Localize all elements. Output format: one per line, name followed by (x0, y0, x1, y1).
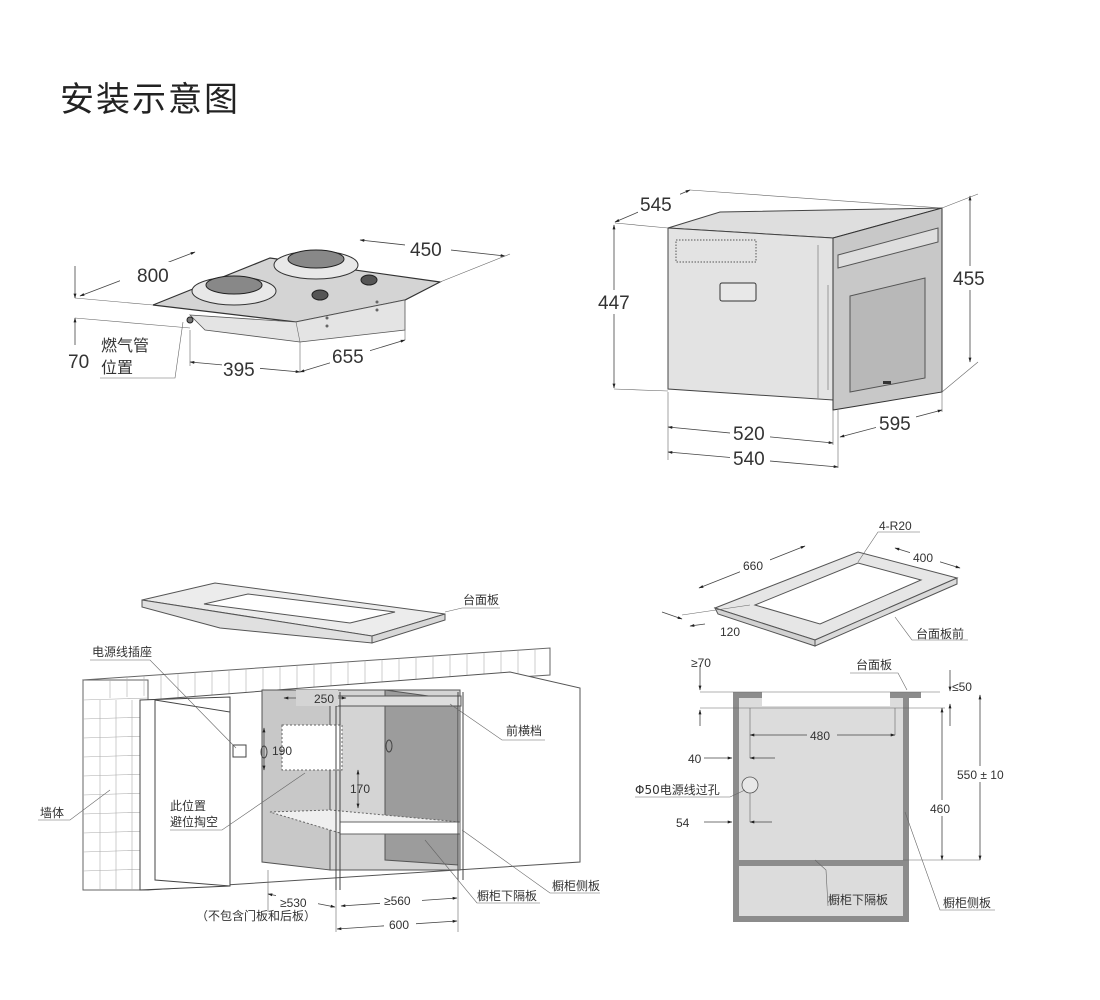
oven-body-height-label: 447 (598, 293, 630, 314)
section-40-label: 40 (688, 752, 702, 766)
tile-line (82, 716, 149, 720)
tile-line (82, 792, 149, 796)
oven-540-label: 540 (733, 449, 765, 470)
dim-250-label: 250 (314, 692, 334, 706)
wall-tile-grid (82, 649, 536, 890)
tile-line (82, 830, 149, 834)
hob-cutout-label: 655 (332, 347, 364, 368)
cabinet-section-drawing: 480 ≥70 ≤50 40 54 460 550 ± 10 Φ50电源线过孔 … (635, 656, 1011, 922)
tile-line (82, 849, 149, 853)
power-socket-label: 电源线插座 (92, 644, 152, 659)
side-panel-label: 橱柜侧板 (552, 879, 600, 893)
section-54-label: 54 (676, 816, 690, 830)
cabinet-3d-drawing: 250 190 170 ≥530 ≥560 600 台面板 电源线插座 前横档 … (38, 582, 600, 933)
hob-depth-label: 450 (410, 240, 442, 261)
hob-width-label: 800 (137, 266, 169, 287)
hob-height-label: 70 (68, 352, 89, 373)
hollow-label-line2: 避位掏空 (170, 814, 218, 829)
wall-label: 墙体 (40, 806, 64, 820)
countertop-label: 台面板 (463, 592, 499, 607)
front-rail-label: 前横档 (506, 723, 542, 738)
tile-line (82, 754, 149, 758)
dim-190-label: 190 (272, 744, 292, 758)
dim-600-label: 600 (389, 918, 409, 932)
hollow-label-line1: 此位置 (170, 798, 206, 813)
oven-drawing: 545 447 455 520 540 595 (596, 189, 992, 470)
section-70-label: ≥70 (691, 656, 711, 670)
tile-line (82, 735, 149, 739)
dim-170-label: 170 (350, 782, 370, 796)
section-lower-shelf-label: 橱柜下隔板 (828, 893, 888, 907)
tile-line (82, 868, 149, 872)
dim-530-label: ≥530 (280, 896, 307, 910)
section-550-label: 550 ± 10 (957, 768, 1004, 782)
countertop-cutout-drawing: 660 400 4-R20 120 台面板前 (661, 519, 968, 647)
countertop-front-label: 台面板前 (916, 626, 964, 641)
section-50-label: ≤50 (952, 680, 972, 694)
section-460-label: 460 (930, 802, 950, 816)
tile-line (82, 811, 149, 815)
page-title: 安装示意图 (60, 80, 240, 120)
gas-pipe-label-line2: 位置 (101, 358, 133, 377)
oven-front-height-label: 455 (953, 269, 985, 290)
section-side-panel-label: 橱柜侧板 (943, 896, 991, 910)
exclusion-note: （不包含门板和后板） (196, 908, 316, 923)
tile-line (82, 773, 149, 777)
oven-520-label: 520 (733, 424, 765, 445)
cutout-length-label: 660 (743, 559, 763, 573)
hob-gas-offset-label: 395 (223, 360, 255, 381)
cutout-width-label: 400 (913, 551, 933, 565)
tile-line (82, 697, 149, 701)
cutout-radius-label: 4-R20 (879, 519, 912, 533)
lower-shelf-label: 橱柜下隔板 (477, 889, 537, 903)
oven-width-label: 595 (879, 414, 911, 435)
section-480-label: 480 (810, 729, 830, 743)
section-countertop-label: 台面板 (856, 657, 892, 672)
power-hole-label: Φ50电源线过孔 (635, 783, 720, 797)
dim-560-label: ≥560 (384, 894, 411, 908)
cutout-front-label: 120 (720, 625, 740, 639)
gas-pipe-label-line1: 燃气管 (101, 336, 149, 355)
hob-drawing: 800 450 70 燃气管 位置 395 655 (68, 236, 511, 381)
oven-top-depth-label: 545 (640, 195, 672, 216)
